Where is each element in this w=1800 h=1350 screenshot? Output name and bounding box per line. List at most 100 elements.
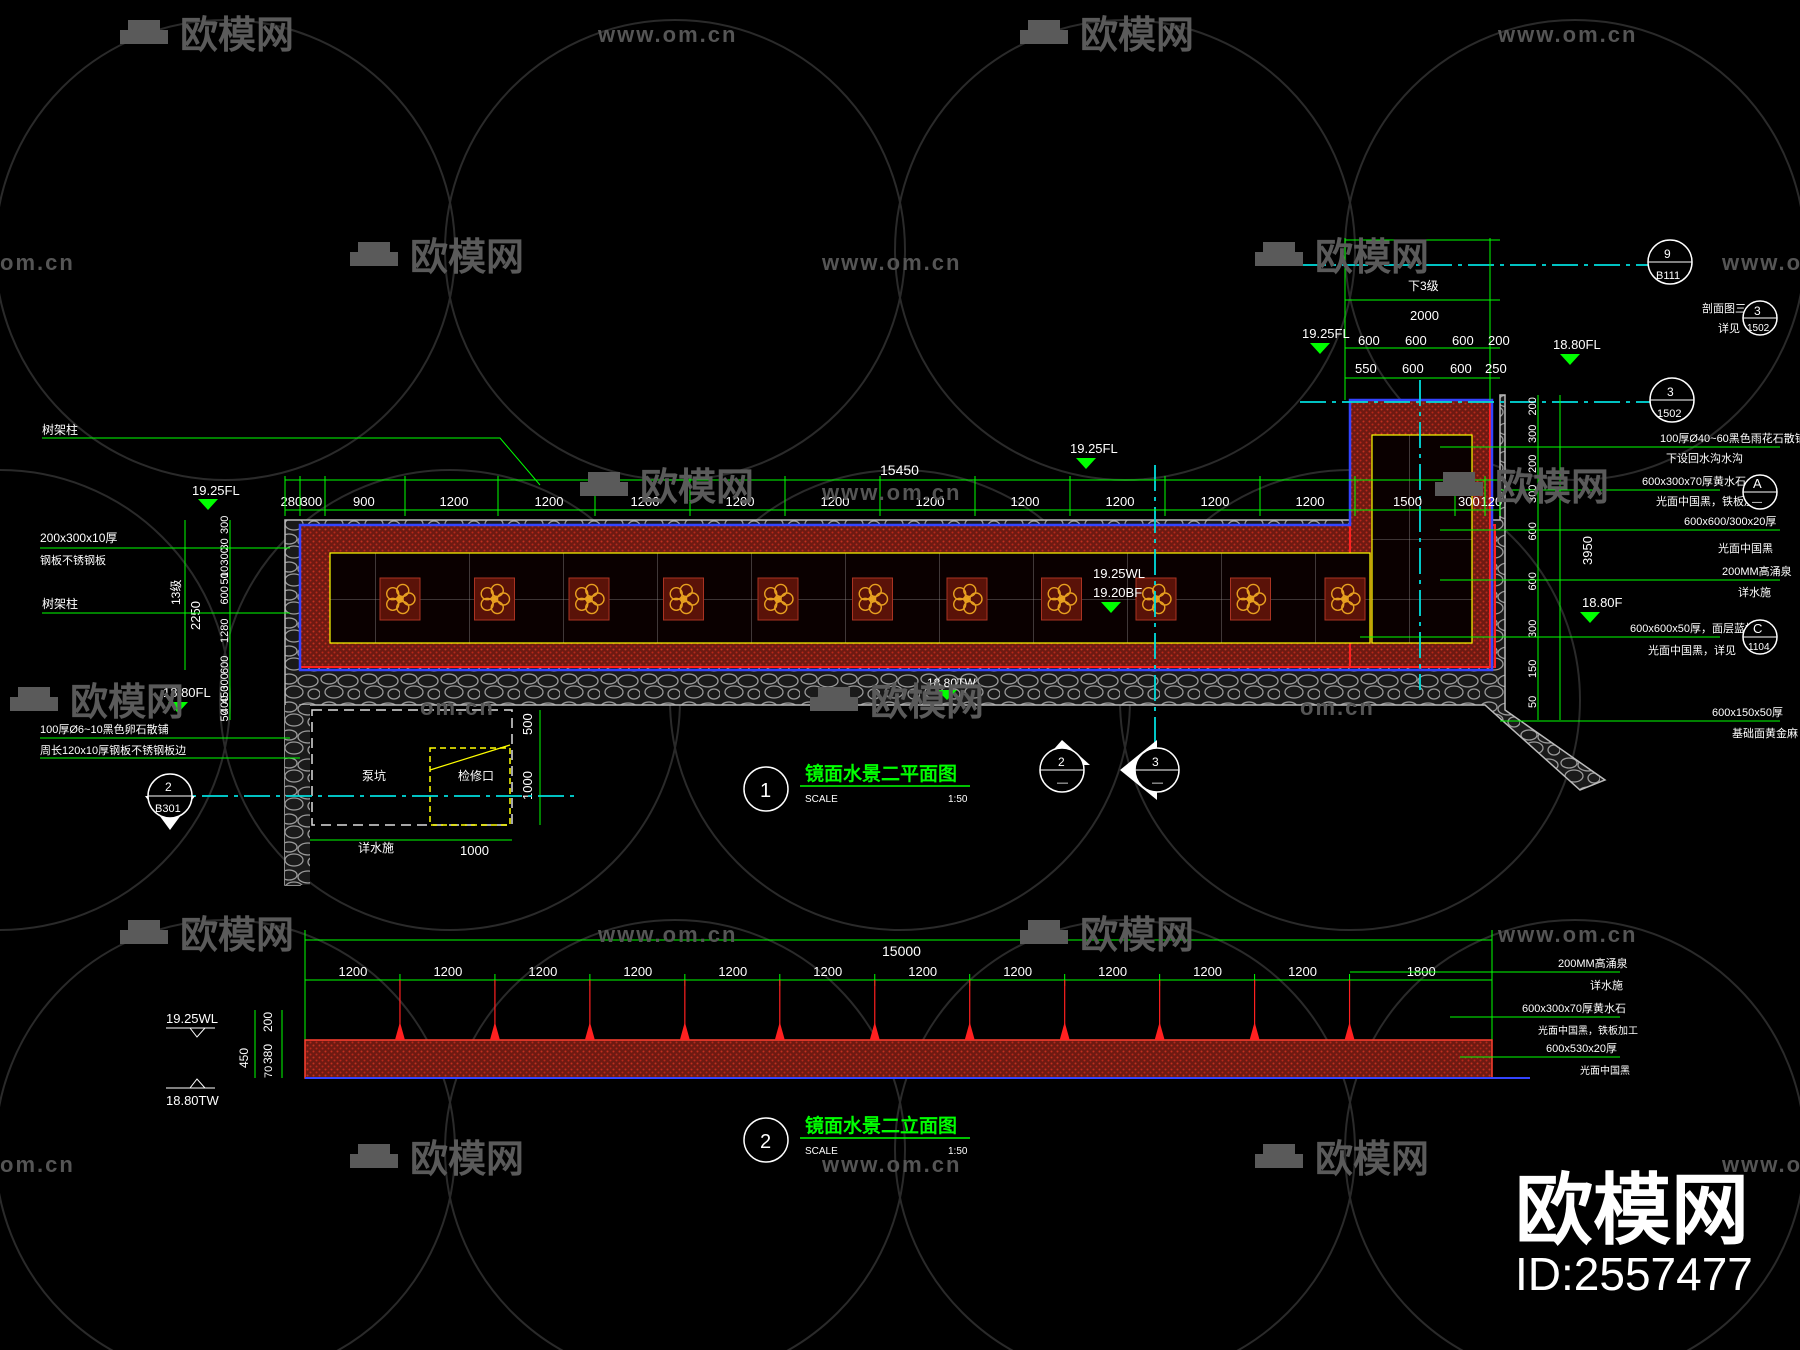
watermark-logo: 欧模网 (1495, 467, 1609, 509)
plan-title: 镜面水景二平面图 (805, 762, 957, 785)
detail-marker-C: C 1104 (1742, 619, 1778, 655)
plan-right-dim: 300 (1527, 620, 1539, 638)
plan-top-dim: 900 (353, 494, 375, 509)
elev-level-tw: 18.80TW (166, 1093, 219, 1108)
water-grid-wing (1371, 434, 1473, 644)
rt-r3-0: 550 (1355, 361, 1377, 376)
svg-text:1502: 1502 (1747, 323, 1770, 334)
watermark-url: www.om.cn (597, 22, 737, 47)
fountain-jet (869, 980, 880, 1040)
pit-dim-500: 500 (520, 713, 535, 735)
watermark-url: www.om.cn (1721, 1152, 1800, 1177)
watermark-logo: 欧模网 (410, 237, 524, 279)
elev-dim: 1200 (908, 964, 937, 979)
watermark-logo: 欧模网 (640, 467, 754, 509)
brand-logo: 欧模网 (1515, 1166, 1749, 1254)
watermark-url: www.om.cn (821, 250, 961, 275)
elev-dim: 1200 (433, 964, 462, 979)
right-notes: 剖面图三 详见 100厚Ø40~60黑色雨花石散铺 下设回水沟水沟 600x30… (1360, 301, 1800, 740)
plan-left-dim: 300 (219, 673, 231, 691)
plan-right-dim: 50 (1527, 696, 1539, 708)
rt-r2-2: 600 (1452, 333, 1474, 348)
watermark-sofa-icon (1020, 920, 1068, 944)
right-note-6: 600x600/300x20厚 (1684, 515, 1776, 528)
svg-text:—: — (1152, 777, 1163, 789)
rt-r2-1: 600 (1405, 333, 1427, 348)
right-note-8: 200MM高涌泉 (1722, 564, 1792, 578)
plan-title-block: 1 镜面水景二平面图 SCALE 1:50 (743, 762, 970, 812)
right-note-2: 100厚Ø40~60黑色雨花石散铺 (1660, 431, 1800, 445)
elev-dim: 1200 (338, 964, 367, 979)
watermark-sofa-icon (810, 687, 858, 711)
plan-top-dim: 120 (1481, 494, 1503, 509)
level-markers: 19.25FL 19.25FL 19.25FL 18.80FL 18.80FL … (163, 326, 1623, 713)
right-note-9: 详水施 (1738, 585, 1771, 599)
elev-note-5: 光面中国黑 (1580, 1064, 1630, 1077)
level-fl-right-top: 19.25FL (1302, 326, 1350, 341)
rt-r3-3: 250 (1485, 361, 1507, 376)
plan-right-dim: 300 (1527, 485, 1539, 503)
plan-number: 1 (760, 780, 771, 802)
right-total-dim: 3950 (1580, 536, 1595, 565)
plan-right-dim: 600 (1527, 522, 1539, 540)
left-total-dim: 2250 (188, 601, 203, 630)
section-marker-9: 9 B111 (1647, 239, 1693, 285)
elev-dim: 1200 (528, 964, 557, 979)
plan-left-dim: 600 (219, 656, 231, 674)
elev-note-1: 详水施 (1590, 978, 1623, 992)
svg-text:1104: 1104 (1748, 642, 1770, 653)
plan-left-dim: 30 (219, 538, 231, 550)
plan-left-dim: 300 (219, 547, 231, 565)
watermark-sofa-icon (120, 920, 168, 944)
svg-text:3: 3 (1754, 304, 1761, 318)
pump-pit: 泵坑 检修口 详水施 1000 010 500 1000 (288, 709, 541, 858)
right-top-2000: 2000 (1410, 308, 1439, 323)
plan-left-dim: 50 (219, 572, 231, 584)
watermark-url-short: om.cn (0, 250, 75, 275)
plan-left-dim: 400 (219, 696, 231, 714)
right-note-5: 光面中国黑，铁板加工 (1656, 494, 1766, 508)
level-fl-mid: 19.25FL (1070, 441, 1118, 456)
svg-text:B301: B301 (155, 803, 181, 815)
plan-left-dim: 10 (219, 566, 231, 578)
plan-left-dim: 50 (219, 709, 231, 721)
pool-edge (298, 398, 1494, 672)
rt-r3-1: 600 (1402, 361, 1424, 376)
fountain-tile (1230, 577, 1271, 621)
watermark-sofa-icon (350, 242, 398, 266)
plan-right-dim: 200 (1527, 397, 1539, 415)
section-marker-2-mid: 2 — (1039, 740, 1090, 793)
watermark-sofa-icon (580, 472, 628, 496)
elev-dim-450: 450 (237, 1048, 251, 1068)
watermark-url: www.om.cn (821, 480, 961, 505)
fountain-tile (946, 577, 988, 621)
elevation-title-block: 2 镜面水景二立面图 SCALE 1:50 (743, 1114, 970, 1163)
watermark-url: www.om.cn (597, 922, 737, 947)
elev-scale-value: 1:50 (948, 1146, 968, 1157)
watermark-sofa-icon (1255, 1144, 1303, 1168)
elev-dim: 1200 (1193, 964, 1222, 979)
left-note-4: 100厚Ø6~10黑色卵石散铺 (40, 722, 169, 736)
fountain-tile (1041, 577, 1082, 621)
level-f: 18.80F (1582, 595, 1623, 610)
plan-top-dim: 1200 (916, 494, 945, 509)
right-note-13: 基础面黄金麻 (1732, 726, 1798, 740)
brand-id: ID:2557477 (1515, 1248, 1753, 1300)
plan-left-dim: 300 (219, 516, 231, 534)
fountain-jets (394, 980, 1355, 1040)
fountain-jet (584, 980, 595, 1040)
level-bf: 19.20BF (1093, 585, 1142, 600)
plan-top-dim: 1200 (535, 494, 564, 509)
fountain-jet (394, 980, 405, 1040)
fountain-jet (964, 980, 975, 1040)
watermark-sofa-icon (350, 1144, 398, 1168)
svg-text:9: 9 (1664, 247, 1671, 261)
watermark-sofa-icon (1255, 242, 1303, 266)
svg-text:3: 3 (1152, 755, 1159, 769)
elev-dim: 1200 (1288, 964, 1317, 979)
watermark-url-short: om.cn (1300, 695, 1375, 720)
elev-dim-200: 200 (261, 1012, 275, 1032)
pit-dim-1000: 1000 (460, 843, 489, 858)
